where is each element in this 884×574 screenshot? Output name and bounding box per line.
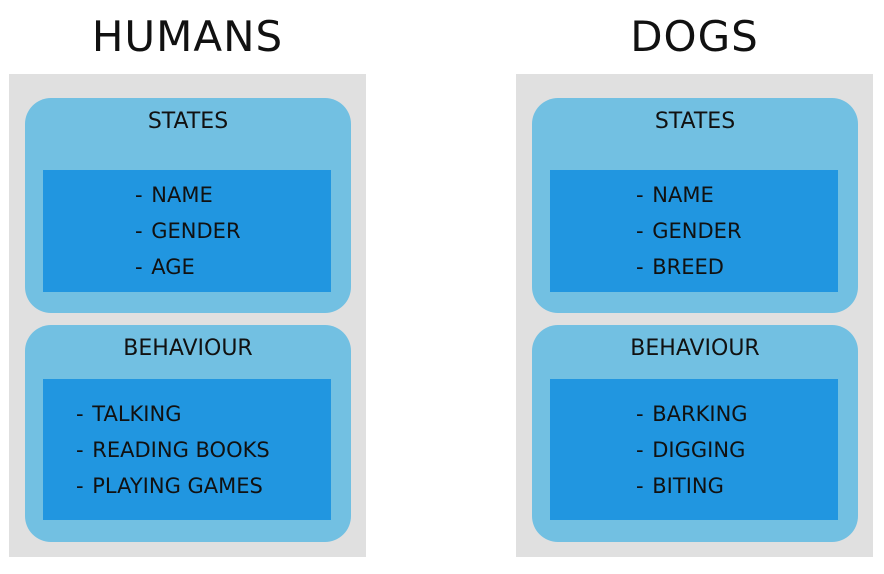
dogs-title: DOGS (630, 12, 759, 61)
humans-behaviour-list-box: - TALKING - READING BOOKS - PLAYING GAME… (43, 379, 331, 520)
item-label: NAME (652, 183, 714, 207)
item-label: DIGGING (652, 437, 746, 462)
humans-behaviour-title: BEHAVIOUR (123, 336, 253, 361)
humans-states-list: - NAME - GENDER - AGE (43, 170, 331, 292)
dogs-states-list-box: - NAME - GENDER - BREED (550, 170, 838, 292)
list-item: - BITING (636, 468, 838, 504)
item-label: READING BOOKS (92, 437, 270, 462)
list-item: - GENDER (135, 213, 331, 249)
humans-behaviour-card: BEHAVIOUR - TALKING - READING BOOKS - PL… (25, 325, 351, 542)
item-label: GENDER (151, 219, 241, 243)
humans-states-card: STATES - NAME - GENDER - AGE (25, 98, 351, 313)
item-label: TALKING (92, 401, 182, 426)
bullet-dash: - (135, 183, 150, 207)
bullet-dash: - (76, 437, 91, 462)
list-item: - NAME (636, 177, 838, 213)
item-label: GENDER (652, 219, 742, 243)
list-item: - TALKING (76, 396, 331, 432)
bullet-dash: - (76, 401, 91, 426)
list-item: - PLAYING GAMES (76, 468, 331, 504)
bullet-dash: - (636, 473, 651, 498)
humans-title: HUMANS (91, 12, 284, 61)
item-label: BREED (652, 255, 724, 279)
dogs-behaviour-card: BEHAVIOUR - BARKING - DIGGING - BITING (532, 325, 858, 542)
dogs-panel: STATES - NAME - GENDER - BREED BEHAVIOUR… (516, 74, 873, 557)
dogs-states-list: - NAME - GENDER - BREED (550, 170, 838, 292)
dogs-states-card: STATES - NAME - GENDER - BREED (532, 98, 858, 313)
bullet-dash: - (76, 473, 91, 498)
bullet-dash: - (135, 255, 150, 279)
item-label: AGE (151, 255, 195, 279)
list-item: - DIGGING (636, 432, 838, 468)
item-label: PLAYING GAMES (92, 473, 263, 498)
bullet-dash: - (135, 219, 150, 243)
dogs-behaviour-list: - BARKING - DIGGING - BITING (550, 379, 838, 520)
list-item: - AGE (135, 249, 331, 285)
list-item: - READING BOOKS (76, 432, 331, 468)
humans-panel: STATES - NAME - GENDER - AGE BEHAVIOUR -… (9, 74, 366, 557)
humans-states-title: STATES (147, 109, 229, 134)
humans-states-list-box: - NAME - GENDER - AGE (43, 170, 331, 292)
bullet-dash: - (636, 401, 651, 426)
list-item: - GENDER (636, 213, 838, 249)
list-item: - BARKING (636, 396, 838, 432)
bullet-dash: - (636, 437, 651, 462)
list-item: - NAME (135, 177, 331, 213)
bullet-dash: - (636, 219, 651, 243)
bullet-dash: - (636, 183, 651, 207)
dogs-states-title: STATES (654, 109, 736, 134)
item-label: BITING (652, 473, 724, 498)
dogs-behaviour-title: BEHAVIOUR (630, 336, 760, 361)
bullet-dash: - (636, 255, 651, 279)
list-item: - BREED (636, 249, 838, 285)
item-label: NAME (151, 183, 213, 207)
humans-behaviour-list: - TALKING - READING BOOKS - PLAYING GAME… (43, 379, 331, 520)
dogs-behaviour-list-box: - BARKING - DIGGING - BITING (550, 379, 838, 520)
item-label: BARKING (652, 401, 748, 426)
